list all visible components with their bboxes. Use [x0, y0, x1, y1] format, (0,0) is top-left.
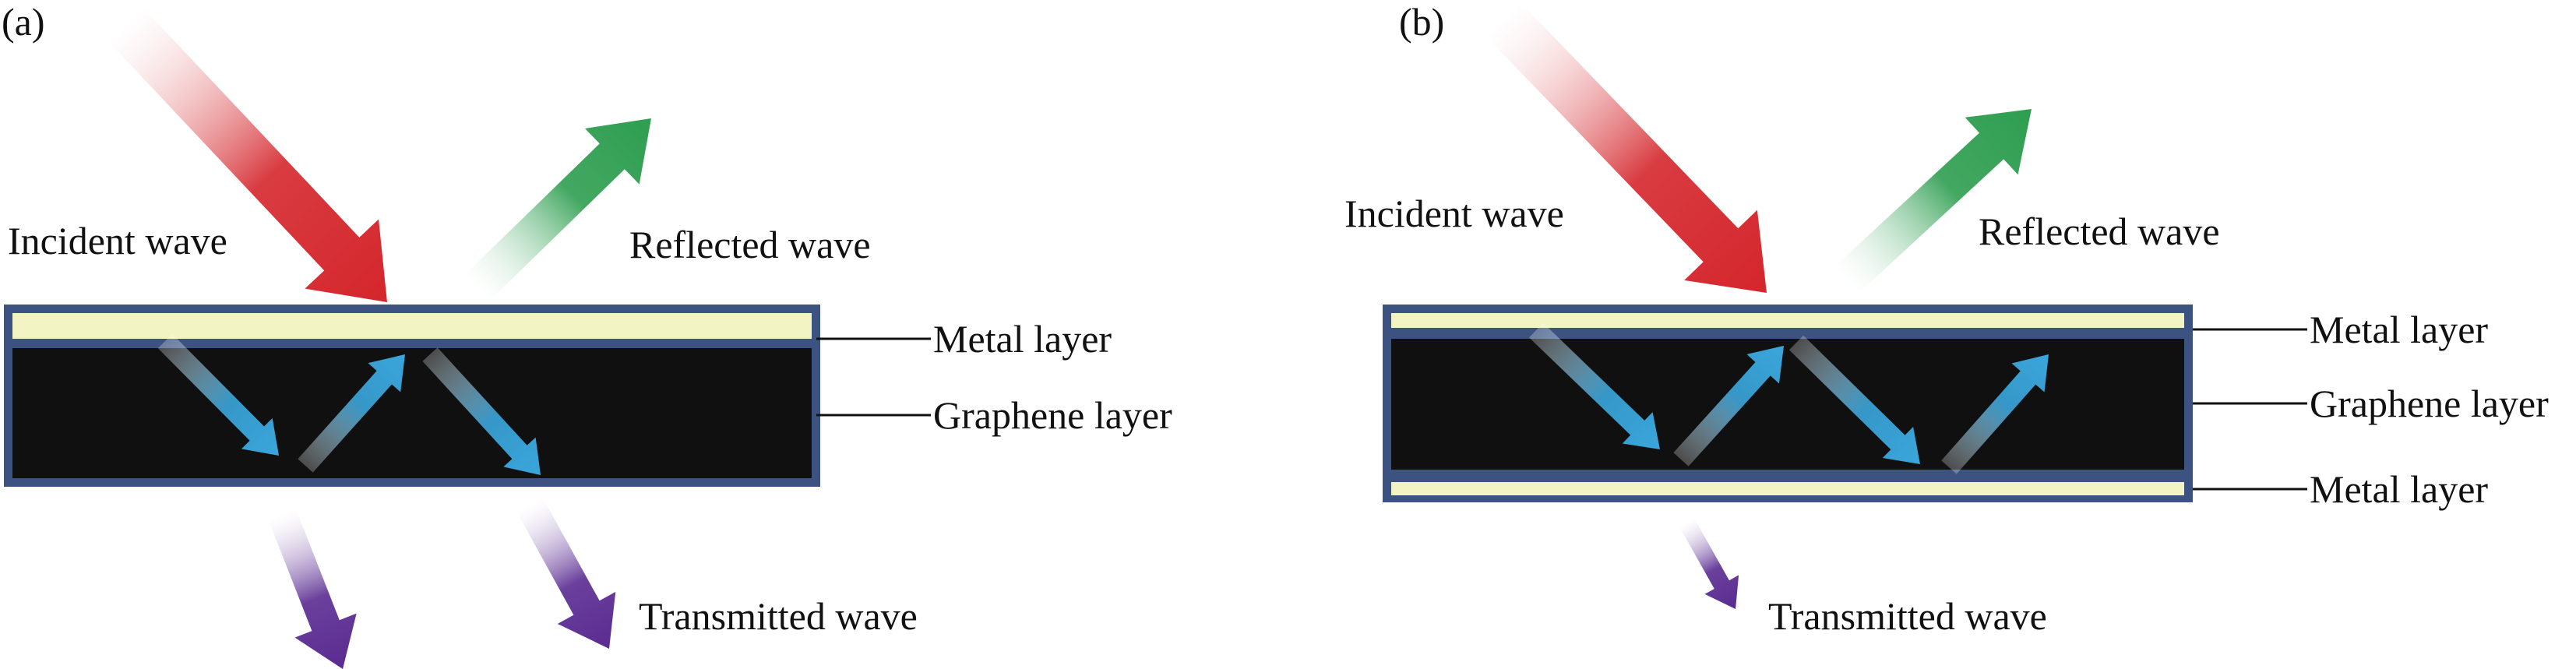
arrows-a: [107, 6, 651, 669]
label-incident-wave-b: Incident wave: [1344, 192, 1564, 235]
label-metal-layer-a: Metal layer: [933, 317, 1112, 361]
graphene-layer-a: [12, 348, 812, 478]
metal-layer-bottom-b: [1391, 482, 2184, 495]
label-transmitted-wave-a: Transmitted wave: [639, 594, 918, 638]
incident-wave-arrow: [1485, 2, 1767, 294]
internal-wave-arrow: [422, 347, 541, 475]
label-metal-layer-top-b: Metal layer: [2310, 308, 2488, 351]
panel-label-b: (b): [1399, 0, 1444, 44]
label-graphene-layer-a: Graphene layer: [933, 393, 1172, 437]
label-metal-layer-bottom-b: Metal layer: [2310, 467, 2488, 511]
arrows-b: [1485, 2, 2049, 609]
graphene-layer-b: [1391, 339, 2184, 470]
transmitted-wave-arrow: [516, 497, 616, 649]
transmitted-wave-arrow: [268, 509, 357, 669]
internal-wave-arrow: [1788, 335, 1920, 464]
internal-wave-arrow: [157, 333, 279, 456]
internal-wave-arrow: [1528, 322, 1660, 449]
panel-label-a: (a): [2, 0, 45, 44]
structure-a: [4, 305, 820, 487]
panel-b: (b) Metal layer Graphene layer Metal lay…: [1344, 0, 2549, 638]
structure-b: [1383, 305, 2193, 502]
label-incident-wave-a: Incident wave: [8, 219, 227, 262]
internal-wave-arrow: [298, 354, 405, 473]
incident-wave-arrow: [107, 6, 387, 302]
reflected-wave-arrow: [463, 118, 651, 301]
reflected-wave-arrow: [1834, 109, 2032, 294]
internal-wave-arrow: [1673, 346, 1784, 467]
label-reflected-wave-a: Reflected wave: [629, 223, 871, 266]
label-graphene-layer-b: Graphene layer: [2310, 382, 2549, 425]
metal-layer-top-b: [1391, 313, 2184, 328]
panel-a: (a) Metal layer Graphene layer Incident …: [2, 0, 1172, 669]
label-reflected-wave-b: Reflected wave: [1979, 210, 2220, 253]
metal-layer-a: [12, 313, 812, 339]
transmitted-wave-arrow: [1679, 517, 1739, 609]
internal-wave-arrow: [1941, 354, 2049, 474]
label-transmitted-wave-b: Transmitted wave: [1768, 594, 2047, 638]
